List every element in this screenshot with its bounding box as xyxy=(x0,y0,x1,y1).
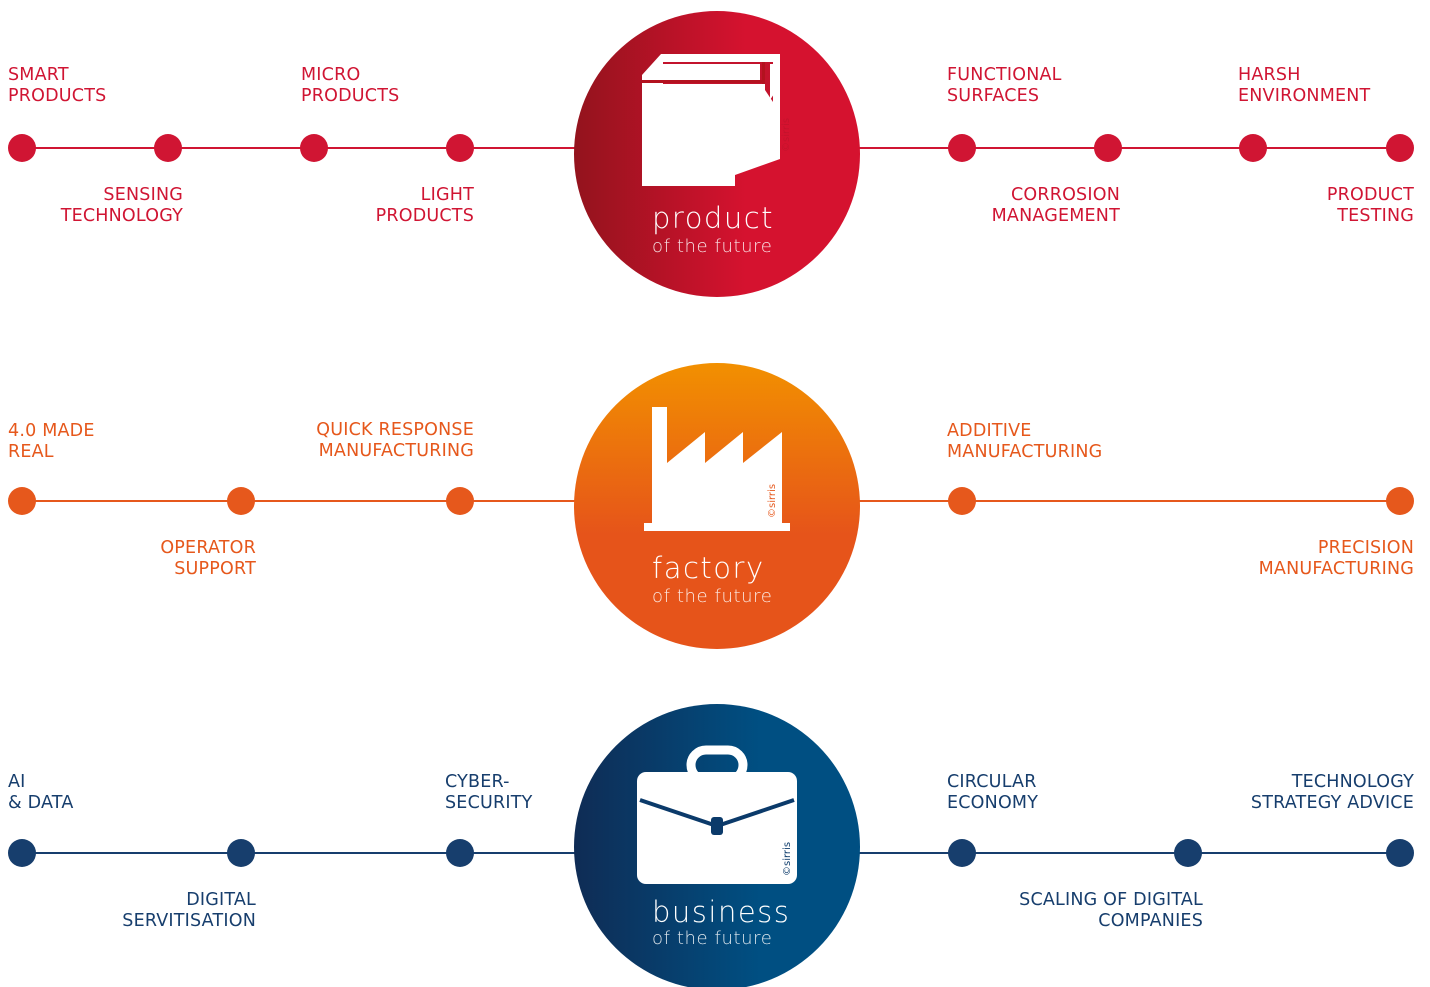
product-node xyxy=(8,134,36,162)
label-quick-response-manufacturing: QUICK RESPONSE MANUFACTURING xyxy=(316,420,474,461)
label-functional-surfaces: FUNCTIONAL SURFACES xyxy=(947,65,1062,106)
label-ai-and-data: AI & DATA xyxy=(8,772,74,813)
copyright-mark: ©sirris xyxy=(767,483,778,518)
product-node xyxy=(446,134,474,162)
copyright-mark: ©sirris xyxy=(782,841,793,876)
business-subtitle: of the future xyxy=(652,928,773,949)
label-corrosion-management: CORROSION MANAGEMENT xyxy=(991,185,1120,226)
business-node xyxy=(1386,839,1414,867)
business-node xyxy=(948,839,976,867)
product-node xyxy=(1239,134,1267,162)
product-node xyxy=(300,134,328,162)
product-subtitle: of the future xyxy=(652,236,773,257)
label-technology-strategy-advice: TECHNOLOGY STRATEGY ADVICE xyxy=(1250,772,1414,813)
label-light-products: LIGHT PRODUCTS xyxy=(375,185,474,226)
factory-node xyxy=(227,487,255,515)
label-harsh-environment: HARSH ENVIRONMENT xyxy=(1238,65,1371,106)
business-title: business xyxy=(652,895,791,929)
product-node xyxy=(948,134,976,162)
label-precision-manufacturing: PRECISION MANUFACTURING xyxy=(1258,538,1414,579)
product-node xyxy=(1094,134,1122,162)
product-node xyxy=(154,134,182,162)
product-node xyxy=(1386,134,1414,162)
label-smart-products: SMART PRODUCTS xyxy=(8,65,107,106)
business-node xyxy=(227,839,255,867)
factory-node xyxy=(1386,487,1414,515)
business-node xyxy=(8,839,36,867)
factory-node xyxy=(446,487,474,515)
copyright-mark: ©sirris xyxy=(781,117,792,152)
briefcase-icon xyxy=(637,745,797,884)
box-icon xyxy=(642,54,780,186)
label-sensing-technology: SENSING TECHNOLOGY xyxy=(60,185,183,226)
business-node xyxy=(1174,839,1202,867)
label-micro-products: MICRO PRODUCTS xyxy=(301,65,400,106)
label-cyber-security: CYBER- SECURITY xyxy=(445,772,533,813)
factory-subtitle: of the future xyxy=(652,586,773,607)
factory-icon xyxy=(644,407,790,531)
factory-node xyxy=(8,487,36,515)
label-scaling-of-digital-companies: SCALING OF DIGITAL COMPANIES xyxy=(1019,890,1203,931)
factory-node xyxy=(948,487,976,515)
label-4-0-made-real: 4.0 MADE REAL xyxy=(8,421,95,462)
factory-title: factory xyxy=(652,551,765,585)
business-node xyxy=(446,839,474,867)
product-title: product xyxy=(652,201,775,235)
label-digital-servitisation: DIGITAL SERVITISATION xyxy=(122,890,256,931)
label-operator-support: OPERATOR SUPPORT xyxy=(160,538,256,579)
label-circular-economy: CIRCULAR ECONOMY xyxy=(947,772,1039,813)
label-product-testing: PRODUCT TESTING xyxy=(1326,185,1414,226)
label-additive-manufacturing: ADDITIVE MANUFACTURING xyxy=(947,421,1103,462)
